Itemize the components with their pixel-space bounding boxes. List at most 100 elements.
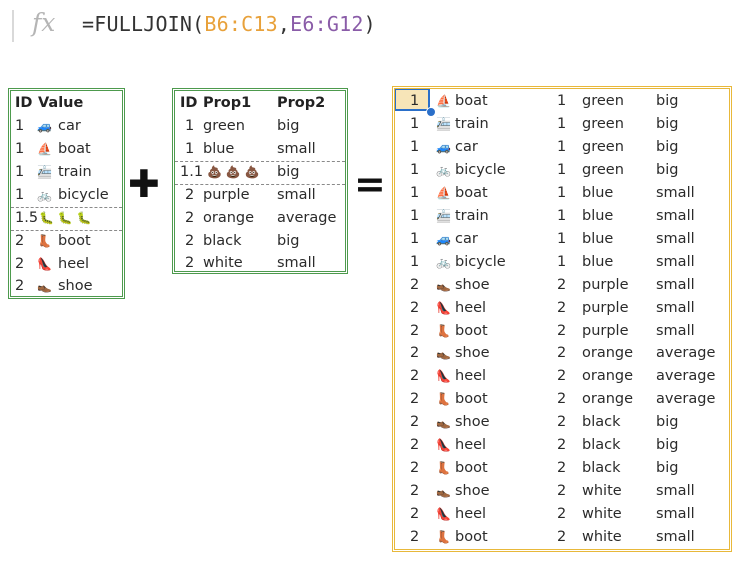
cell-id-2[interactable]: 2 bbox=[557, 506, 567, 522]
cell-id[interactable]: 2 bbox=[185, 187, 195, 203]
cell-id[interactable]: 1 bbox=[185, 118, 195, 134]
cell-prop2[interactable]: small bbox=[656, 277, 695, 293]
cell-prop1[interactable]: green bbox=[582, 93, 624, 109]
cell-prop2[interactable]: small bbox=[656, 506, 695, 522]
cell-value[interactable]: heel bbox=[455, 437, 487, 453]
cell-prop1[interactable]: green bbox=[203, 118, 245, 134]
cell-prop2[interactable]: average bbox=[656, 391, 716, 407]
cell-value[interactable]: boot bbox=[455, 529, 488, 545]
table-row[interactable]: 1🚲bicycle bbox=[11, 184, 122, 208]
cell-prop1[interactable]: orange bbox=[582, 368, 634, 384]
cell-id[interactable]: 2 bbox=[15, 256, 25, 272]
cell-id-2[interactable]: 1 bbox=[557, 162, 567, 178]
cell-id-2[interactable]: 2 bbox=[557, 391, 567, 407]
cell-prop2[interactable]: small bbox=[656, 483, 695, 499]
cell-prop1[interactable]: blue bbox=[582, 254, 614, 270]
cell-value[interactable]: bicycle bbox=[455, 254, 506, 270]
cell-prop1[interactable]: white bbox=[203, 255, 243, 271]
cell-prop1[interactable]: blue bbox=[582, 231, 614, 247]
cell-prop1[interactable]: green bbox=[582, 139, 624, 155]
cell-prop2[interactable]: small bbox=[277, 141, 316, 157]
cell-id[interactable]: 1 bbox=[15, 187, 25, 203]
cell-id-2[interactable]: 1 bbox=[557, 93, 567, 109]
cell-id[interactable]: 1 bbox=[410, 185, 420, 201]
cell-id-2[interactable]: 1 bbox=[557, 185, 567, 201]
cell-id[interactable]: 2 bbox=[410, 460, 420, 476]
cell-prop2[interactable]: big bbox=[656, 139, 679, 155]
cell-id[interactable]: 1.5 bbox=[15, 210, 39, 226]
cell-value[interactable]: shoe bbox=[455, 345, 490, 361]
cell-prop1[interactable]: blue bbox=[203, 141, 235, 157]
cell-prop1[interactable]: 💩 💩 💩 bbox=[207, 165, 260, 179]
cell-id[interactable]: 2 bbox=[410, 300, 420, 316]
cell-value[interactable]: train bbox=[455, 116, 489, 132]
cell-id[interactable]: 1.1 bbox=[180, 164, 204, 180]
cell-id[interactable]: 2 bbox=[410, 391, 420, 407]
cell-prop2[interactable]: small bbox=[656, 254, 695, 270]
cell-id[interactable]: 2 bbox=[410, 506, 420, 522]
table-row[interactable]: 2👠heel bbox=[11, 253, 122, 276]
formula-input[interactable]: =FULLJOIN(B6:C13,E6:G12) bbox=[82, 12, 376, 36]
cell-prop2[interactable]: small bbox=[277, 187, 316, 203]
cell-prop1[interactable]: black bbox=[203, 233, 242, 249]
cell-id[interactable]: 1 bbox=[15, 118, 25, 134]
cell-prop1[interactable]: black bbox=[582, 437, 621, 453]
cell-id-2[interactable]: 2 bbox=[557, 460, 567, 476]
cell-id-2[interactable]: 2 bbox=[557, 345, 567, 361]
cell-prop2[interactable]: small bbox=[277, 255, 316, 271]
cell-value[interactable]: boat bbox=[455, 93, 488, 109]
cell-id[interactable]: 2 bbox=[410, 437, 420, 453]
cell-prop2[interactable]: small bbox=[656, 231, 695, 247]
cell-id[interactable]: 1 bbox=[185, 141, 195, 157]
cell-prop2[interactable]: big bbox=[656, 162, 679, 178]
cell-id-2[interactable]: 1 bbox=[557, 116, 567, 132]
table-row[interactable]: 1🚙car bbox=[11, 115, 122, 138]
table-row[interactable]: 1.5🐛 🐛 🐛 bbox=[11, 207, 122, 231]
cell-value[interactable]: heel bbox=[455, 300, 487, 316]
cell-value[interactable]: heel bbox=[58, 256, 90, 272]
cell-prop1[interactable]: white bbox=[582, 506, 622, 522]
cell-id[interactable]: 2 bbox=[410, 483, 420, 499]
cell-id-2[interactable]: 2 bbox=[557, 277, 567, 293]
cell-prop2[interactable]: small bbox=[656, 208, 695, 224]
cell-value[interactable]: boot bbox=[455, 323, 488, 339]
formula-bar[interactable]: fx =FULLJOIN(B6:C13,E6:G12) bbox=[0, 0, 740, 52]
cell-value[interactable]: bicycle bbox=[58, 187, 109, 203]
cell-prop1[interactable]: purple bbox=[203, 187, 250, 203]
cell-id-2[interactable]: 2 bbox=[557, 529, 567, 545]
cell-prop1[interactable]: purple bbox=[582, 277, 629, 293]
selected-cell[interactable] bbox=[394, 88, 430, 111]
cell-id[interactable]: 1 bbox=[410, 208, 420, 224]
cell-prop1[interactable]: blue bbox=[582, 185, 614, 201]
cell-value[interactable]: boat bbox=[58, 141, 91, 157]
cell-id[interactable]: 2 bbox=[410, 414, 420, 430]
table-row[interactable]: 2👢boot bbox=[11, 230, 122, 253]
cell-prop2[interactable]: small bbox=[656, 185, 695, 201]
table-row[interactable]: 2 purple small bbox=[175, 184, 345, 207]
cell-id[interactable]: 1 bbox=[15, 141, 25, 157]
cell-prop1[interactable]: green bbox=[582, 162, 624, 178]
fill-handle[interactable] bbox=[426, 107, 436, 117]
cell-value[interactable]: shoe bbox=[58, 278, 93, 294]
cell-id[interactable]: 1 bbox=[410, 93, 420, 109]
cell-id[interactable]: 1 bbox=[410, 162, 420, 178]
cell-id[interactable]: 2 bbox=[185, 233, 195, 249]
cell-value[interactable]: shoe bbox=[455, 414, 490, 430]
cell-id-2[interactable]: 2 bbox=[557, 368, 567, 384]
cell-prop1[interactable]: black bbox=[582, 460, 621, 476]
cell-prop2[interactable]: big bbox=[656, 460, 679, 476]
